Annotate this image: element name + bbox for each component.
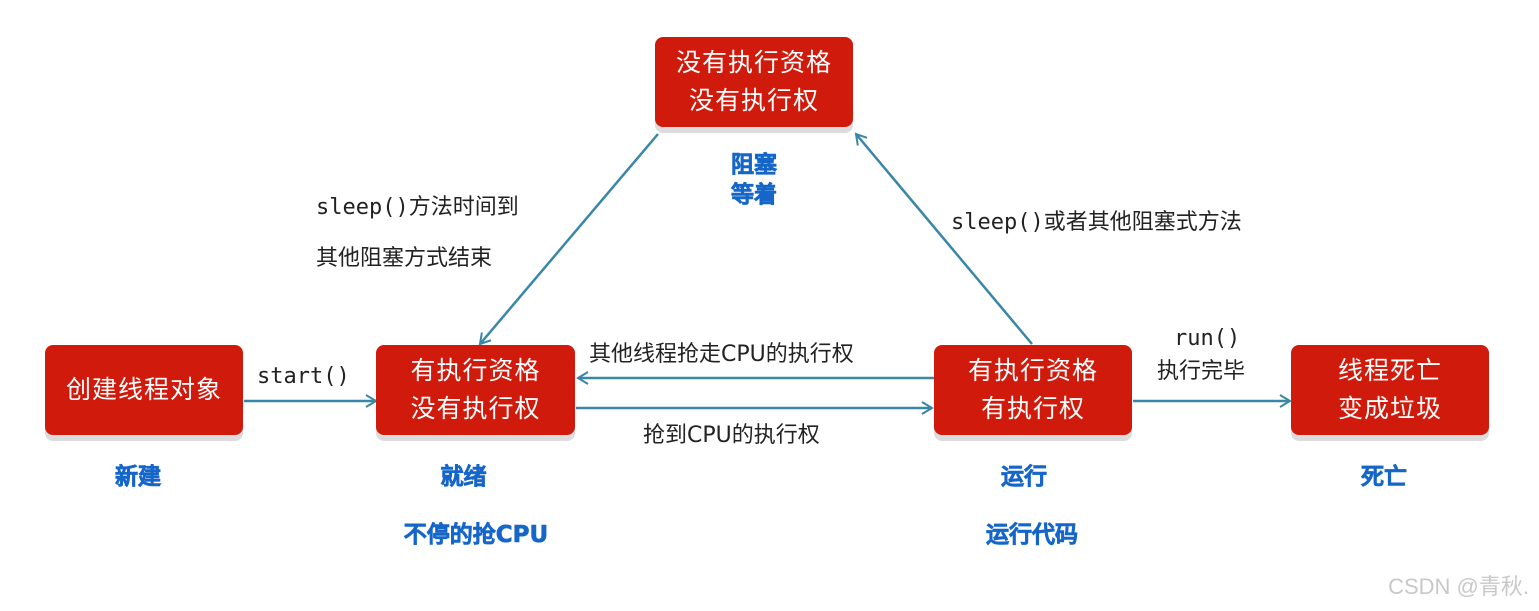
running-line-2: 有执行权: [980, 394, 1085, 423]
runnable-line-1: 有执行资格: [410, 356, 541, 385]
blocked-line-1: 没有执行资格: [675, 48, 832, 77]
edge-label-sleep-or-block: sleep()或者其他阻塞式方法: [951, 208, 1242, 238]
state-label-blocked: 阻塞 等着: [704, 150, 804, 210]
blocked-line-2: 没有执行权: [688, 86, 819, 115]
edge-label-start: start(): [257, 364, 350, 389]
state-box-new: 创建线程对象: [45, 345, 243, 435]
state-label-running-sub: 运行代码: [962, 520, 1102, 550]
state-box-dead: 线程死亡 变成垃圾: [1291, 345, 1489, 435]
edge-label-run-finished: 执行完毕: [1157, 359, 1246, 384]
state-label-runnable: 就绪: [376, 462, 551, 492]
state-box-running: 有执行资格 有执行权: [934, 345, 1132, 435]
blocked-label-2: 等着: [731, 182, 778, 209]
runnable-label-1: 就绪: [440, 464, 487, 491]
watermark: CSDN @青秋.: [1388, 574, 1529, 599]
runnable-label-2: 不停的抢CPU: [403, 522, 549, 549]
dead-label-1: 死亡: [1361, 464, 1408, 491]
runnable-line-2: 没有执行权: [410, 394, 541, 423]
state-box-runnable: 有执行资格 没有执行权: [376, 345, 575, 435]
edge-label-sleep-over-text: sleep()方法时间到: [316, 195, 519, 220]
edge-label-sleep-over: sleep()方法时间到: [316, 193, 519, 223]
edge-label-block-ended: 其他阻塞方式结束: [316, 246, 493, 271]
edge-label-sleep-or-block-text: sleep()或者其他阻塞式方法: [951, 210, 1242, 235]
state-box-blocked: 没有执行资格 没有执行权: [655, 37, 853, 127]
dead-line-2: 变成垃圾: [1337, 394, 1442, 423]
state-label-running: 运行: [974, 462, 1074, 492]
state-label-runnable-sub: 不停的抢CPU: [376, 520, 576, 550]
edge-label-acquire-cpu: 抢到CPU的执行权: [643, 423, 820, 448]
edge-label-run: run(): [1174, 326, 1241, 351]
new-line-1: 创建线程对象: [65, 375, 222, 404]
edge-label-preempted: 其他线程抢走CPU的执行权: [589, 342, 854, 367]
arrow-blocked-to-runnable: [478, 133, 659, 346]
running-label-2: 运行代码: [986, 522, 1079, 549]
dead-line-1: 线程死亡: [1337, 356, 1442, 385]
new-label-1: 新建: [115, 464, 162, 491]
arrow-running-to-blocked: [854, 132, 1033, 345]
state-label-dead: 死亡: [1334, 462, 1434, 492]
blocked-label-1: 阻塞: [731, 152, 778, 179]
running-line-1: 有执行资格: [967, 356, 1098, 385]
state-label-new: 新建: [88, 462, 188, 492]
running-label-1: 运行: [1001, 464, 1048, 491]
